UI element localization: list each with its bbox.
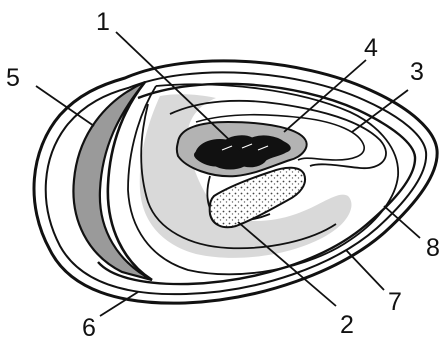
label-7: 7 [388, 288, 402, 316]
label-1: 1 [96, 8, 110, 36]
label-8: 8 [426, 234, 440, 262]
shell-inner-outline [46, 72, 426, 294]
label-5: 5 [6, 64, 20, 92]
label-3: 3 [410, 58, 424, 86]
label-6: 6 [82, 314, 96, 341]
label-4: 4 [364, 34, 378, 62]
label-2: 2 [340, 311, 354, 339]
leader-line-7 [346, 250, 384, 290]
